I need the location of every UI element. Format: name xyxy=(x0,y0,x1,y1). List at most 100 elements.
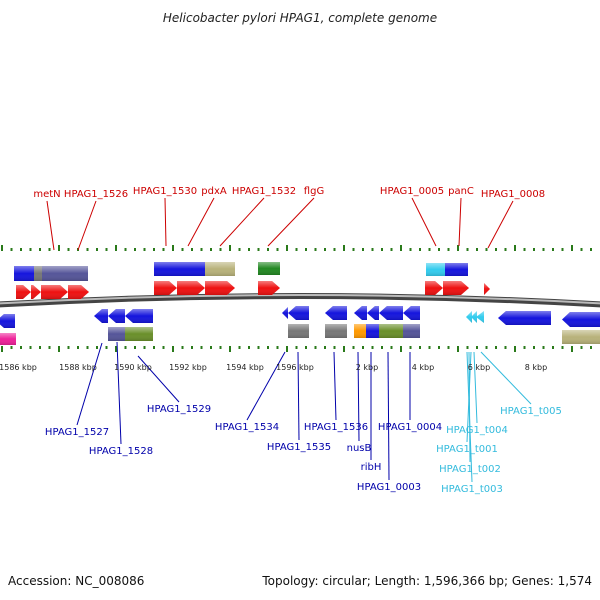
gene-label: HPAG1_t003 xyxy=(441,484,503,495)
gene-arrow-shade xyxy=(367,306,379,320)
scale-label: 2 kbp xyxy=(356,363,378,372)
gene-box-shade xyxy=(258,262,280,275)
gene-label: HPAG1_0003 xyxy=(357,482,421,493)
gene-arrow-shade xyxy=(68,285,89,299)
gene-arrow-shade xyxy=(562,312,600,327)
gene-arrow-shade xyxy=(108,309,125,323)
leader-line xyxy=(77,200,97,251)
gene-arrow-shade xyxy=(354,306,367,320)
gene-label: HPAG1_1534 xyxy=(215,422,279,433)
gene-label: HPAG1_1530 xyxy=(133,186,197,197)
gene-box-shade xyxy=(325,324,347,338)
gene-label: HPAG1_1529 xyxy=(147,404,211,415)
leader-line xyxy=(473,351,478,424)
genome-backbone xyxy=(0,293,600,308)
leader-line xyxy=(246,351,286,421)
scale-label: 1596 kbp xyxy=(276,363,314,372)
gene-arrow-shade xyxy=(379,306,403,320)
gene-label: flgG xyxy=(304,186,324,197)
gene-box-shade xyxy=(288,324,309,338)
gene-box-shade xyxy=(562,330,600,344)
gene-arrow-shade xyxy=(94,309,108,323)
gene-box-shade xyxy=(445,263,468,276)
scale-label: 8 kbp xyxy=(525,363,547,372)
gene-arrow-shade xyxy=(282,307,288,319)
gene-label: HPAG1_1527 xyxy=(45,427,109,438)
gene-box-shade xyxy=(14,266,34,281)
leader-line xyxy=(411,197,437,247)
leader-line xyxy=(267,197,315,247)
gene-box-shade xyxy=(205,262,235,276)
backbone-highlight xyxy=(0,294,600,305)
leader-line xyxy=(480,351,532,405)
gene-box-shade xyxy=(42,266,88,281)
gene-box-shade xyxy=(34,266,42,281)
label-leader-lines xyxy=(46,197,532,483)
gene-label: HPAG1_1535 xyxy=(267,442,331,453)
genome-summary-text: Topology: circular; Length: 1,596,366 bp… xyxy=(261,574,592,588)
gene-arrow-shade xyxy=(471,311,477,323)
scale-label: 1590 kbp xyxy=(114,363,152,372)
accession-text: Accession: NC_008086 xyxy=(8,574,144,588)
scale-label: 1594 kbp xyxy=(226,363,264,372)
scale-label: 1588 kbp xyxy=(59,363,97,372)
leader-line xyxy=(46,200,55,251)
gene-box-shade xyxy=(108,327,125,341)
leader-line xyxy=(76,342,103,426)
leader-line xyxy=(458,197,462,247)
gene-label: HPAG1_1536 xyxy=(304,422,368,433)
gene-label: HPAG1_t004 xyxy=(446,425,508,436)
gene-arrow-shade xyxy=(154,281,177,295)
gene-label: HPAG1_t001 xyxy=(436,444,498,455)
leader-line xyxy=(333,351,337,421)
gene-label: HPAG1_t005 xyxy=(500,406,562,417)
gene-features xyxy=(0,262,600,345)
gene-arrow-shade xyxy=(466,311,472,323)
gene-arrow-shade xyxy=(205,281,235,295)
leader-line xyxy=(219,197,265,247)
leader-line xyxy=(187,197,215,247)
gene-label: HPAG1_0005 xyxy=(380,186,444,197)
scale-label: 1592 kbp xyxy=(169,363,207,372)
gene-arrow-shade xyxy=(484,283,490,295)
gene-label: HPAG1_0008 xyxy=(481,189,545,200)
leader-line xyxy=(297,351,300,441)
map-title: Helicobacter pylori HPAG1, complete geno… xyxy=(163,11,437,25)
scale-label: 6 kbp xyxy=(468,363,490,372)
gene-arrow-shade xyxy=(325,306,347,320)
gene-arrow-shade xyxy=(177,281,205,295)
gene-label: ribH xyxy=(361,462,382,473)
gene-arrow-shade xyxy=(258,281,280,295)
gene-box-shade xyxy=(354,324,366,338)
gene-arrow-shade xyxy=(443,281,469,295)
backbone-line xyxy=(0,293,600,308)
gene-arrow-shade xyxy=(476,311,484,323)
gene-label: HPAG1_0004 xyxy=(378,422,442,433)
gene-box-shade xyxy=(366,324,379,338)
leader-line xyxy=(487,200,514,249)
gene-arrow-shade xyxy=(0,314,15,328)
gene-arrow-shade xyxy=(288,306,309,320)
gene-box-shade xyxy=(0,333,16,345)
gene-label: HPAG1_1526 xyxy=(64,189,128,200)
leader-line xyxy=(466,351,473,483)
gene-box-shade xyxy=(426,263,445,276)
gene-label: HPAG1_t002 xyxy=(439,464,501,475)
gene-arrow-shade xyxy=(403,306,420,320)
gene-box-shade xyxy=(379,324,403,338)
leader-line xyxy=(116,341,122,445)
gene-label: HPAG1_1532 xyxy=(232,186,296,197)
gene-label: HPAG1_1528 xyxy=(89,446,153,457)
leader-line xyxy=(387,351,390,481)
gene-box-shade xyxy=(403,324,420,338)
gene-label: panC xyxy=(448,186,474,197)
gene-arrow-shade xyxy=(31,285,41,299)
gene-arrow-shade xyxy=(41,285,68,299)
gene-label: nusB xyxy=(347,443,372,454)
leader-line xyxy=(164,197,167,247)
leader-line xyxy=(357,351,360,442)
gene-arrow-shade xyxy=(425,281,443,295)
